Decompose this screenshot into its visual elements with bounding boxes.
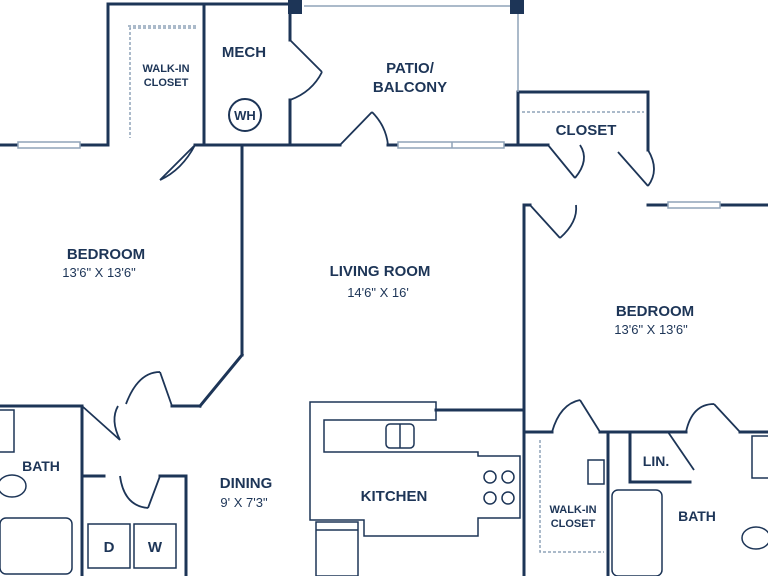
fixtures: [0, 25, 768, 576]
room-labels: WALK-IN CLOSET MECH WH PATIO/ BALCONY CL…: [22, 44, 716, 556]
washer-label: W: [148, 539, 163, 556]
walk-in-closet-top-label-2: CLOSET: [144, 77, 189, 89]
door-swings: [81, 39, 741, 509]
mech-label: MECH: [222, 44, 266, 61]
kitchen-label: KITCHEN: [361, 488, 428, 505]
windows: [17, 5, 721, 209]
walk-in-closet-bottom-label-2: CLOSET: [551, 518, 596, 530]
bath-left-label: BATH: [22, 458, 60, 474]
patio-post-left: [288, 0, 302, 14]
living-room-size: 14'6" X 16': [347, 285, 409, 300]
living-room-label: LIVING ROOM: [330, 263, 431, 280]
walk-in-closet-bottom-label-1: WALK-IN: [549, 504, 596, 516]
patio-post-right: [510, 0, 524, 14]
water-heater-label: WH: [234, 108, 256, 123]
bedroom-right-size: 13'6" X 13'6": [614, 322, 688, 337]
dining-label: DINING: [220, 475, 273, 492]
bath-right-label: BATH: [678, 508, 716, 524]
patio-label-1: PATIO/: [386, 60, 435, 77]
linen-label: LIN.: [643, 453, 669, 469]
bedroom-left-label: BEDROOM: [67, 246, 145, 263]
closet-label: CLOSET: [556, 122, 617, 139]
bedroom-right-label: BEDROOM: [616, 303, 694, 320]
walk-in-closet-top-label-1: WALK-IN: [142, 63, 189, 75]
patio-label-2: BALCONY: [373, 79, 447, 96]
dryer-label: D: [104, 539, 115, 556]
dining-size: 9' X 7'3": [220, 495, 268, 510]
bedroom-left-size: 13'6" X 13'6": [62, 265, 136, 280]
